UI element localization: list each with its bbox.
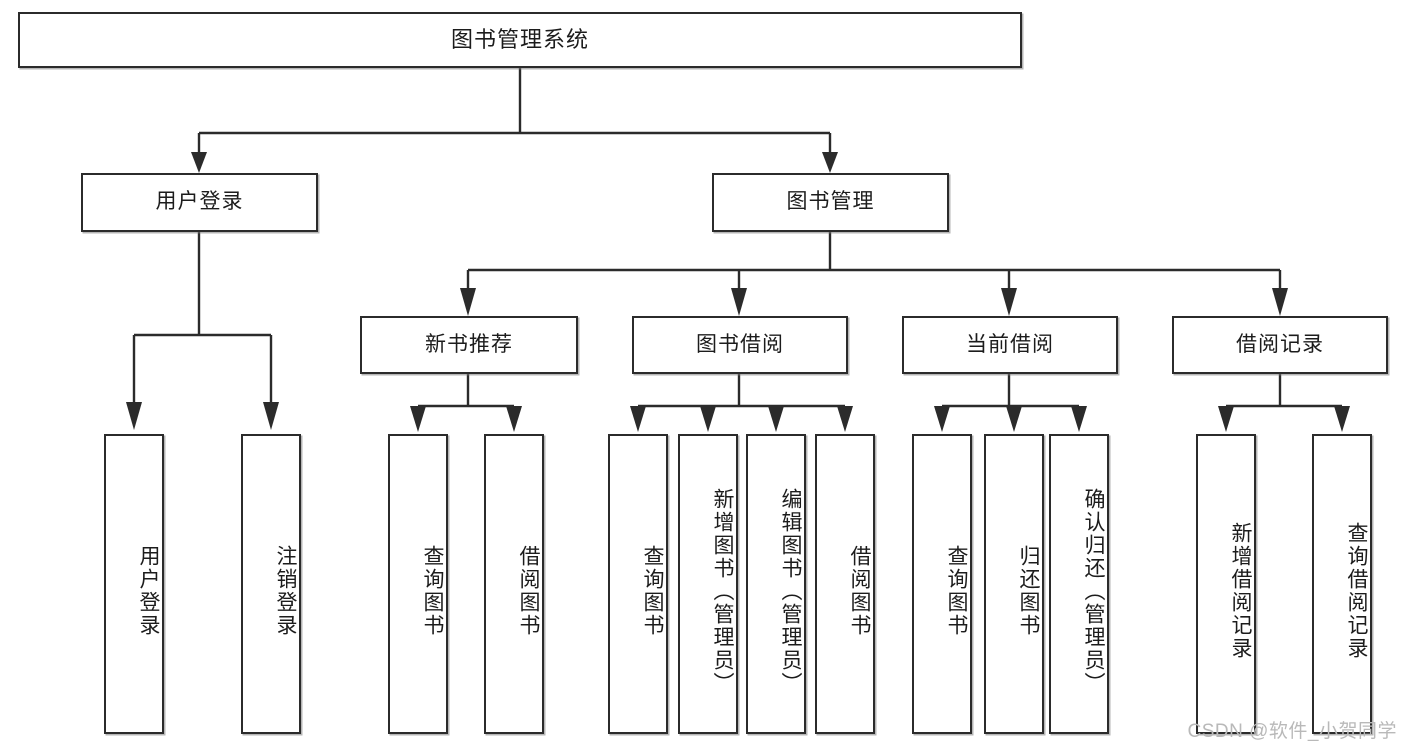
leaf-label: 注销登录 [274,545,297,637]
arrow-br-leaf-2 [1334,406,1350,432]
node-user-login-label: 用户登录 [155,190,244,214]
node-book-borrow-label: 图书借阅 [696,332,784,356]
leaf-label: 借阅图书 [848,545,871,637]
arrow-to-user-login [191,152,207,173]
leaf-label: 新增借阅记录 [1229,522,1252,660]
arrow-cb-leaf-3 [1071,406,1087,432]
arrow-bb-leaf-1 [630,406,646,432]
node-leaf-borrow-record-query[interactable]: 查询借阅记录 [1312,434,1372,734]
arrow-cb-leaf-1 [934,406,950,432]
node-leaf-current-borrow-return[interactable]: 归还图书 [984,434,1044,734]
node-borrow-record[interactable]: 借阅记录 [1172,316,1388,374]
arrow-cb-leaf-2 [1006,406,1022,432]
node-book-borrow[interactable]: 图书借阅 [632,316,848,374]
arrow-nb-leaf-2 [506,406,522,432]
leaf-label: 用户登录 [137,545,160,637]
leaf-label: 编辑图书（管理员） [779,487,802,695]
node-leaf-book-borrow-edit[interactable]: 编辑图书（管理员） [746,434,806,734]
node-leaf-book-borrow-query[interactable]: 查询图书 [608,434,668,734]
leaf-label: 新增图书（管理员） [711,487,734,695]
leaf-label: 查询图书 [945,545,968,637]
leaf-label: 查询图书 [421,545,444,637]
node-book-management[interactable]: 图书管理 [712,173,949,232]
arrow-to-current-borrow [1001,288,1017,316]
leaf-label: 查询借阅记录 [1345,522,1368,660]
node-borrow-record-label: 借阅记录 [1236,332,1324,356]
node-new-book-recommend-label: 新书推荐 [425,332,513,356]
arrow-user-login-leaf-1 [126,402,142,430]
node-leaf-book-borrow-borrow[interactable]: 借阅图书 [815,434,875,734]
arrow-bb-leaf-2 [700,406,716,432]
node-leaf-borrow-record-add[interactable]: 新增借阅记录 [1196,434,1256,734]
arrow-bb-leaf-3 [768,406,784,432]
arrow-user-login-leaf-2 [263,402,279,430]
arrow-to-borrow-record [1272,288,1288,316]
node-leaf-current-borrow-confirm[interactable]: 确认归还（管理员） [1049,434,1109,734]
leaf-label: 归还图书 [1017,545,1040,637]
node-leaf-user-login-logout[interactable]: 注销登录 [241,434,301,734]
node-leaf-current-borrow-query[interactable]: 查询图书 [912,434,972,734]
node-root-book-management-system[interactable]: 图书管理系统 [18,12,1022,68]
csdn-watermark: CSDN @软件_小贺同学 [1187,721,1397,742]
leaf-label: 查询图书 [641,545,664,637]
leaf-label: 确认归还（管理员） [1082,487,1105,695]
node-leaf-new-book-query[interactable]: 查询图书 [388,434,448,734]
node-book-management-label: 图书管理 [786,190,875,214]
arrow-br-leaf-1 [1218,406,1234,432]
arrow-bb-leaf-4 [837,406,853,432]
node-leaf-book-borrow-add[interactable]: 新增图书（管理员） [678,434,738,734]
arrow-to-new-book [460,288,476,316]
node-current-borrow[interactable]: 当前借阅 [902,316,1118,374]
arrow-nb-leaf-1 [410,406,426,432]
leaf-label: 借阅图书 [517,545,540,637]
arrow-to-book-borrow [731,288,747,316]
node-leaf-user-login-login[interactable]: 用户登录 [104,434,164,734]
node-root-label: 图书管理系统 [450,27,589,53]
node-leaf-new-book-borrow[interactable]: 借阅图书 [484,434,544,734]
node-current-borrow-label: 当前借阅 [966,332,1054,356]
arrow-to-book-manage [822,152,838,173]
node-user-login[interactable]: 用户登录 [81,173,318,232]
node-new-book-recommend[interactable]: 新书推荐 [360,316,578,374]
